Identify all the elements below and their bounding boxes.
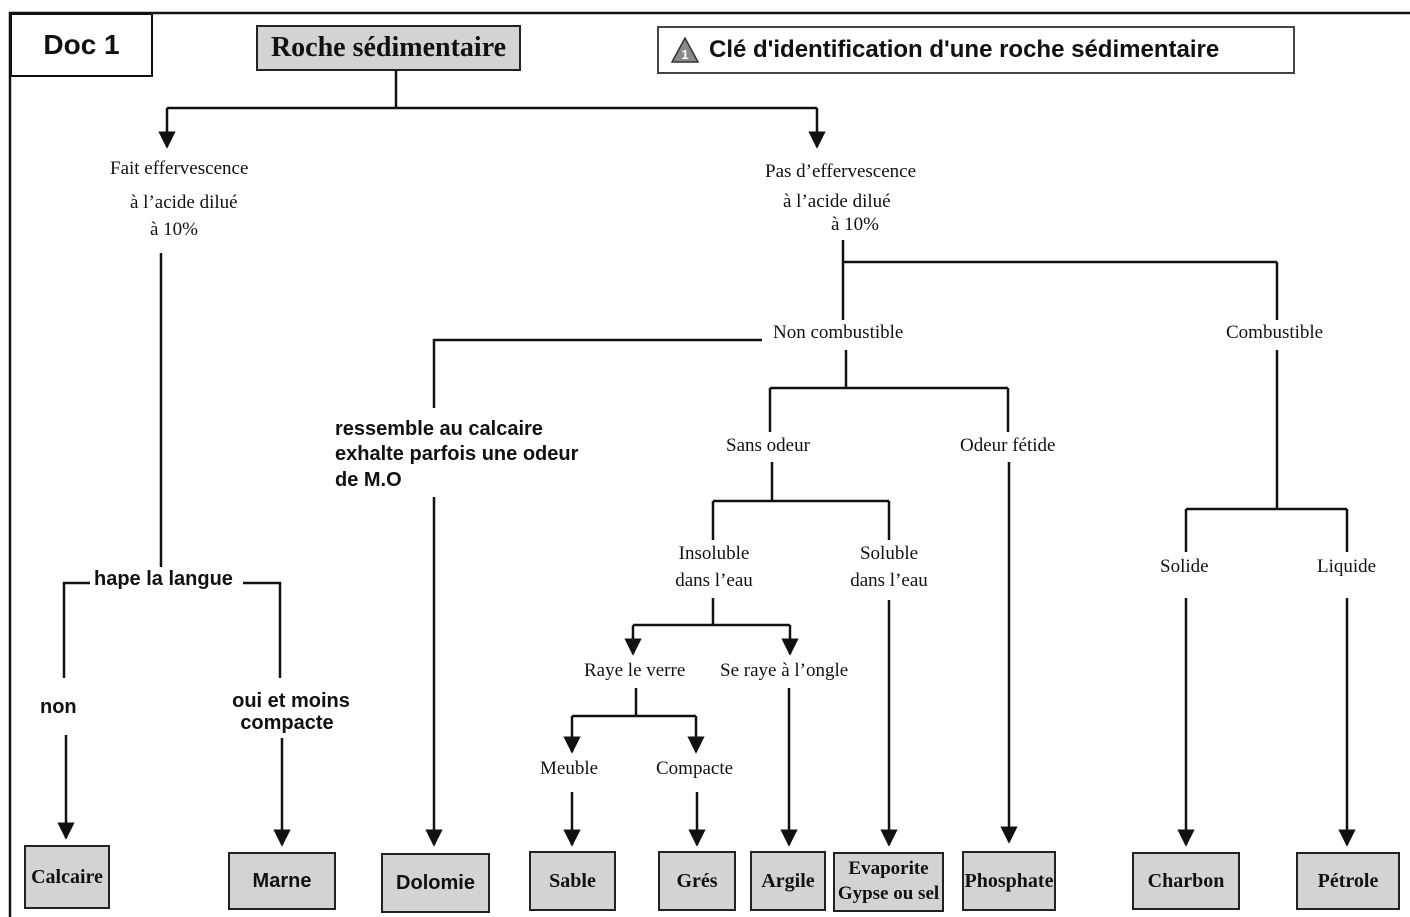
label-compacte-marne: compacte xyxy=(240,712,334,734)
rock-box-evaporite: Evaporite Gypse ou sel xyxy=(833,852,944,912)
label-10pct-left: à 10% xyxy=(150,219,199,240)
key-title-text: Clé d'identification d'une roche sédimen… xyxy=(709,36,1220,63)
rock-box-phosphate: Phosphate xyxy=(962,851,1056,911)
label-insoluble-eau: dans l’eau xyxy=(675,570,753,591)
frame-line xyxy=(8,11,1410,917)
line-dolomie-hint xyxy=(432,338,762,408)
rock-box-marne: Marne xyxy=(228,852,336,910)
label-hape-la-langue: hape la langue xyxy=(94,568,233,590)
label-sans-odeur: Sans odeur xyxy=(726,435,810,456)
label-ressemble-calcaire: ressemble au calcaire xyxy=(335,418,543,440)
label-solide: Solide xyxy=(1160,556,1209,577)
label-compacte: Compacte xyxy=(656,758,734,779)
label-exhalte-odeur: exhalte parfois une odeur xyxy=(335,443,579,465)
rock-evaporite-line2: Gypse ou sel xyxy=(837,883,940,904)
rock-box-charbon: Charbon xyxy=(1132,852,1240,910)
warning-triangle-icon: 1 xyxy=(670,36,700,63)
line-hape-left xyxy=(62,581,90,678)
label-non: non xyxy=(40,696,77,718)
label-acide-dilue-left: à l’acide dilué xyxy=(130,192,238,213)
label-fait-effervescence: Fait effervescence xyxy=(110,158,249,179)
label-meuble: Meuble xyxy=(540,758,599,779)
rock-evaporite-line1: Evaporite xyxy=(848,858,929,880)
label-non-combustible: Non combustible xyxy=(773,322,904,343)
doc-label: Doc 1 xyxy=(10,13,153,77)
root-node-roche-sedimentaire: Roche sédimentaire xyxy=(256,25,521,71)
label-oui-moins: oui et moins xyxy=(232,690,350,712)
label-soluble-eau: dans l’eau xyxy=(850,570,928,591)
key-title: 1 Clé d'identification d'une roche sédim… xyxy=(657,26,1295,74)
warning-triangle-number: 1 xyxy=(681,47,688,62)
rock-box-gres: Grés xyxy=(658,851,736,911)
label-acide-dilue-right: à l’acide dilué xyxy=(783,191,891,212)
label-soluble: Soluble xyxy=(859,543,919,564)
line-hape-right xyxy=(243,581,282,678)
label-liquide: Liquide xyxy=(1317,556,1377,577)
rock-box-petrole: Pétrole xyxy=(1296,852,1400,910)
label-de-mo: de M.O xyxy=(335,469,402,491)
rock-box-sable: Sable xyxy=(529,851,616,911)
rock-box-calcaire: Calcaire xyxy=(24,845,110,909)
label-se-raye-ongle: Se raye à l’ongle xyxy=(720,660,849,681)
label-combustible: Combustible xyxy=(1226,322,1324,343)
rock-box-dolomie: Dolomie xyxy=(381,853,490,913)
label-insoluble: Insoluble xyxy=(678,543,750,564)
label-10pct-right: à 10% xyxy=(831,214,880,235)
label-raye-le-verre: Raye le verre xyxy=(584,660,686,681)
label-pas-effervescence: Pas d’effervescence xyxy=(765,161,917,182)
rock-box-argile: Argile xyxy=(750,851,826,911)
label-odeur-fetide: Odeur fétide xyxy=(960,435,1056,456)
